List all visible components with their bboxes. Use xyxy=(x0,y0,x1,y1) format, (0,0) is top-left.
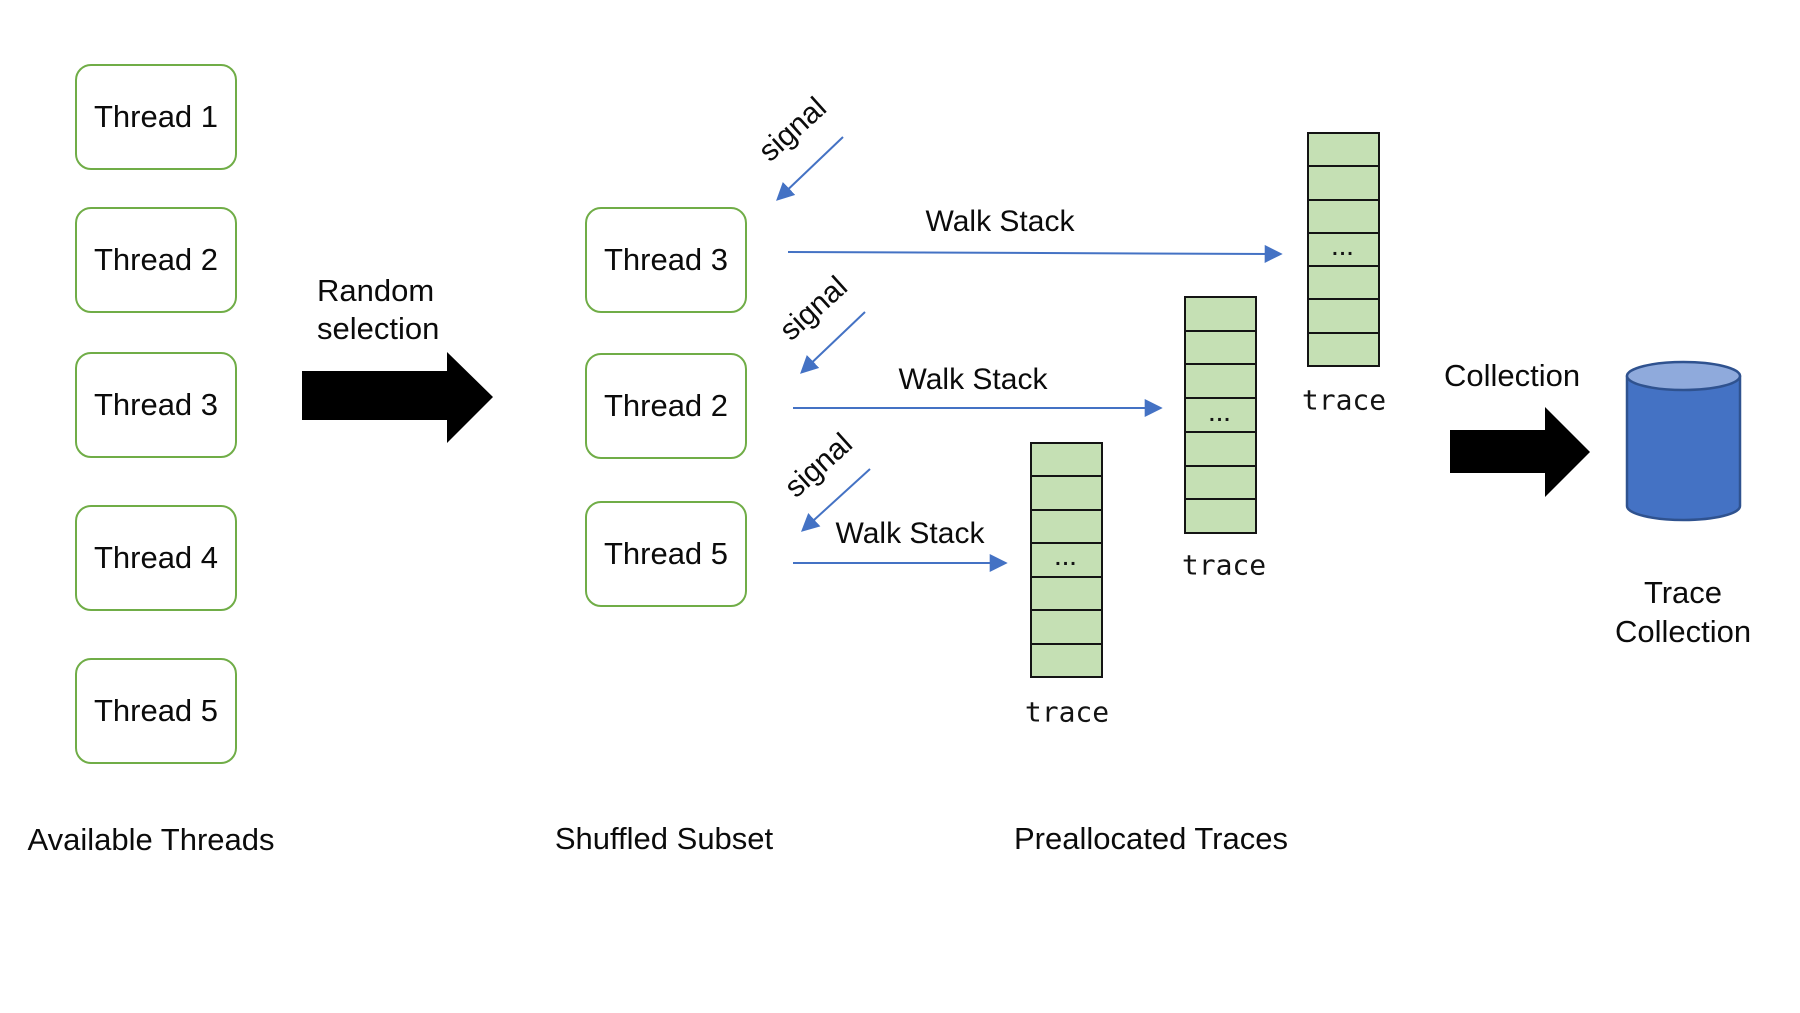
trace-cell xyxy=(1309,333,1378,365)
random-selection-label: Random selection xyxy=(317,273,440,346)
thread-box-available-1: Thread 1 xyxy=(75,64,237,170)
trace-cell xyxy=(1186,500,1255,533)
trace-cell xyxy=(1186,466,1255,501)
trace-cell xyxy=(1186,365,1255,400)
trace-stack-3: ... xyxy=(1030,442,1103,678)
trace-stack-1: ... xyxy=(1307,132,1380,367)
thread-box-available-3: Thread 3 xyxy=(75,352,237,458)
trace-cell xyxy=(1032,611,1101,645)
thread-box-available-4: Thread 4 xyxy=(75,505,237,611)
trace-label-2: trace xyxy=(1181,548,1267,582)
collection-arrow xyxy=(1450,407,1590,497)
trace-label-1: trace xyxy=(1301,383,1387,417)
trace-cell xyxy=(1309,200,1378,234)
walk-stack-label-3: Walk Stack xyxy=(835,517,985,550)
ellipsis-text: ... xyxy=(1209,403,1232,426)
ellipsis-text: ... xyxy=(1055,548,1078,571)
trace-cell xyxy=(1032,444,1101,478)
shuffled-subset-column-label: Shuffled Subset xyxy=(554,821,774,856)
walk-stack-label-1: Walk Stack xyxy=(925,205,1075,238)
trace-cell xyxy=(1032,477,1101,511)
thread-box-label: Thread 3 xyxy=(93,387,219,422)
trace-cell-ellipsis: ... xyxy=(1186,399,1255,433)
signal-label-1: signal xyxy=(752,91,833,169)
trace-cell-ellipsis: ... xyxy=(1309,233,1378,268)
thread-box-label: Thread 1 xyxy=(93,99,219,134)
thread-box-label: Thread 5 xyxy=(603,536,729,571)
thread-box-label: Thread 2 xyxy=(93,242,219,277)
database-cylinder-icon xyxy=(1625,360,1742,522)
trace-cell xyxy=(1032,577,1101,612)
thread-box-shuffled-1: Thread 3 xyxy=(585,207,747,313)
thread-box-label: Thread 2 xyxy=(603,388,729,423)
available-threads-column-label: Available Threads xyxy=(27,822,275,857)
walk-stack-arrow-1 xyxy=(787,244,1283,263)
trace-cell xyxy=(1186,331,1255,366)
random-selection-arrow xyxy=(302,352,493,443)
trace-cell xyxy=(1309,167,1378,201)
preallocated-traces-column-label: Preallocated Traces xyxy=(1014,821,1288,856)
trace-cell xyxy=(1032,510,1101,545)
trace-cell xyxy=(1032,644,1101,676)
ellipsis-text: ... xyxy=(1332,237,1355,260)
trace-cell xyxy=(1309,134,1378,168)
thread-box-shuffled-3: Thread 5 xyxy=(585,501,747,607)
trace-stack-2: ... xyxy=(1184,296,1257,534)
trace-cell xyxy=(1309,300,1378,334)
thread-box-shuffled-2: Thread 2 xyxy=(585,353,747,459)
thread-box-available-5: Thread 5 xyxy=(75,658,237,764)
trace-label-3: trace xyxy=(1024,695,1110,729)
trace-collection-label: Trace Collection xyxy=(1614,575,1752,649)
signal-label-3: signal xyxy=(778,427,859,505)
thread-box-label: Thread 3 xyxy=(603,242,729,277)
collection-label: Collection xyxy=(1443,358,1581,393)
signal-label-2: signal xyxy=(773,270,854,348)
trace-cell xyxy=(1186,298,1255,332)
walk-stack-label-2: Walk Stack xyxy=(898,363,1048,396)
trace-cell xyxy=(1309,267,1378,301)
trace-cell xyxy=(1186,432,1255,467)
trace-cell-ellipsis: ... xyxy=(1032,544,1101,578)
thread-box-available-2: Thread 2 xyxy=(75,207,237,313)
thread-box-label: Thread 4 xyxy=(93,540,219,575)
thread-box-label: Thread 5 xyxy=(93,693,219,728)
